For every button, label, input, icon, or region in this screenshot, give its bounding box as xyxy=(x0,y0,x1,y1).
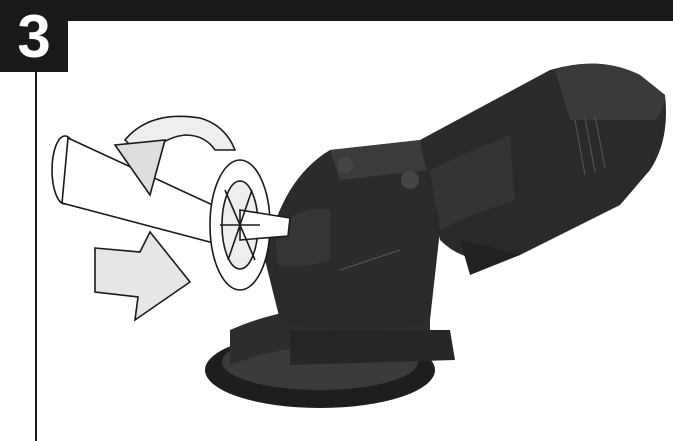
push-arrow-icon xyxy=(95,232,190,320)
grinder-body xyxy=(420,64,666,275)
angle-grinder-illustration xyxy=(40,30,673,441)
grinder-head xyxy=(265,140,443,330)
header-bar xyxy=(0,0,673,21)
left-rule xyxy=(35,72,37,441)
